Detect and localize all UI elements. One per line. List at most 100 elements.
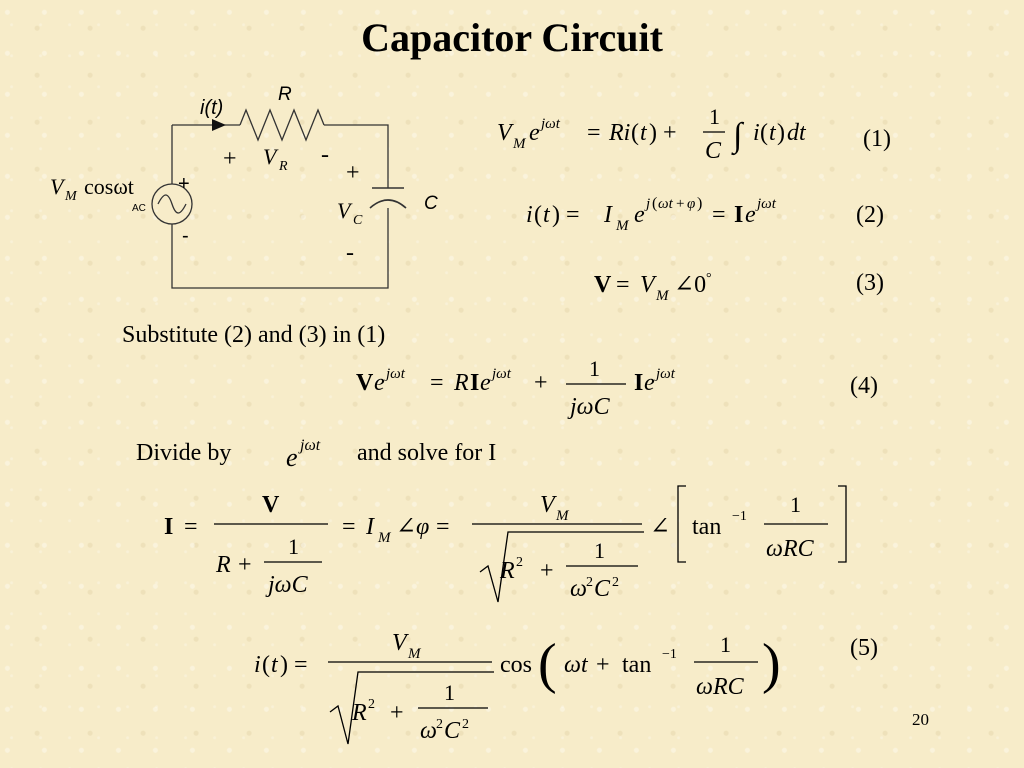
equation-number-2: (2) — [856, 202, 884, 228]
equation-5: i ( t ) = V M R 2 + 1 ω 2 C 2 cos ( ωt +… — [254, 630, 781, 745]
resistor — [239, 108, 325, 142]
svg-text:2: 2 — [368, 697, 375, 712]
svg-text:jωt: jωt — [298, 437, 321, 454]
svg-text:tan: tan — [692, 514, 721, 540]
svg-text:=: = — [587, 120, 601, 146]
current-label: i(t) — [200, 97, 223, 119]
svg-text:φ: φ — [687, 196, 695, 212]
svg-text:(: ( — [534, 202, 542, 228]
source-label-v: V — [50, 174, 66, 199]
source-type-label: AC — [132, 203, 146, 214]
svg-text:e: e — [634, 202, 645, 228]
svg-text:∠: ∠ — [396, 514, 416, 540]
svg-text:Ri: Ri — [608, 120, 630, 146]
svg-text:dt: dt — [787, 120, 807, 146]
equation-number-1: (1) — [863, 126, 891, 152]
svg-text:=: = — [436, 514, 450, 540]
svg-text:V: V — [262, 492, 280, 518]
svg-text:I: I — [603, 202, 613, 228]
svg-text:V: V — [356, 370, 374, 396]
svg-text:(: ( — [538, 633, 557, 695]
svg-text:R: R — [499, 558, 515, 584]
svg-text:=: = — [342, 514, 356, 540]
svg-text:jωt: jωt — [490, 366, 512, 382]
svg-text:1: 1 — [594, 538, 605, 563]
divide-text: Divide by — [136, 440, 232, 466]
source-minus: - — [182, 225, 189, 247]
svg-text:V: V — [392, 630, 409, 656]
svg-text:2: 2 — [612, 575, 619, 590]
wire-top-right — [324, 124, 389, 188]
equation-number-4: (4) — [850, 373, 878, 399]
current-phasor-equation: I = V R + 1 jωC = I M ∠ φ = V M R 2 + 1 … — [164, 485, 847, 603]
svg-text:−1: −1 — [662, 647, 677, 662]
svg-text:cos: cos — [500, 652, 532, 678]
svg-text:C: C — [594, 576, 611, 602]
svg-text:2: 2 — [516, 555, 523, 570]
svg-text:M: M — [655, 288, 670, 304]
svg-text:i: i — [753, 120, 760, 146]
svg-text:∫: ∫ — [731, 117, 745, 156]
svg-text:V: V — [594, 272, 612, 298]
svg-text:1: 1 — [790, 492, 801, 517]
capacitor-plate-bottom — [369, 199, 407, 209]
svg-text:R: R — [215, 552, 231, 578]
svg-text:+: + — [238, 552, 252, 578]
equation-number-3: (3) — [856, 270, 884, 296]
svg-text:I: I — [734, 202, 743, 228]
svg-text:t: t — [543, 202, 551, 228]
svg-text:−1: −1 — [732, 509, 747, 524]
equation-1: V M e jωt = Ri ( t ) + 1 C ∫ i ( t ) dt — [497, 100, 837, 187]
svg-text:C: C — [444, 718, 461, 744]
vc-label: V — [337, 198, 353, 223]
resistor-label: R — [278, 84, 292, 105]
svg-text:jωC: jωC — [567, 394, 611, 420]
svg-text:ωRC: ωRC — [766, 536, 815, 562]
svg-text:): ) — [762, 633, 781, 695]
svg-text:j: j — [644, 196, 650, 212]
svg-text:tan: tan — [622, 652, 651, 678]
svg-text:i: i — [526, 202, 533, 228]
svg-text:I: I — [365, 514, 375, 540]
svg-text:jωC: jωC — [265, 572, 309, 598]
svg-text:): ) — [697, 195, 702, 212]
svg-text:ωt: ωt — [564, 652, 589, 678]
svg-text:∠0: ∠0 — [674, 272, 706, 298]
svg-text:1: 1 — [288, 534, 299, 559]
wire-bottom — [171, 208, 389, 289]
svg-text:R: R — [453, 370, 469, 396]
current-arrow-icon — [212, 119, 226, 131]
svg-text:ωRC: ωRC — [696, 674, 745, 700]
svg-text:=: = — [430, 370, 444, 396]
svg-text:e: e — [480, 370, 491, 396]
svg-text:e: e — [745, 202, 756, 228]
capacitor-label: C — [424, 193, 438, 214]
svg-text:e: e — [374, 370, 385, 396]
svg-text:i: i — [254, 652, 261, 678]
svg-text:(: ( — [652, 195, 657, 212]
svg-text:jωt: jωt — [384, 366, 406, 382]
svg-text:+: + — [534, 370, 548, 396]
source-label-rest: cosωt — [84, 174, 134, 199]
svg-text:I: I — [634, 370, 643, 396]
svg-text:) +: ) + — [649, 120, 677, 146]
svg-text:): ) — [777, 120, 785, 146]
source-label-sub: M — [64, 189, 78, 204]
svg-text:M: M — [615, 218, 630, 234]
svg-text:ω: ω — [420, 718, 437, 744]
svg-text:1: 1 — [444, 680, 455, 705]
svg-text:V: V — [497, 120, 514, 146]
svg-text:I: I — [164, 514, 173, 540]
svg-text:e: e — [529, 120, 540, 146]
svg-text:M: M — [407, 646, 422, 662]
svg-text:C: C — [705, 138, 722, 164]
svg-text:1: 1 — [589, 356, 600, 381]
ac-source — [151, 183, 193, 225]
svg-text:jωt: jωt — [755, 196, 777, 212]
svg-text:I: I — [470, 370, 479, 396]
svg-text:ω: ω — [570, 576, 587, 602]
vc-plus: + — [346, 160, 360, 186]
svg-text:+: + — [676, 196, 684, 212]
equation-4: V e jωt = R I e jωt + 1 jωC I e jωt — [356, 350, 716, 437]
svg-text:) =: ) = — [552, 202, 580, 228]
